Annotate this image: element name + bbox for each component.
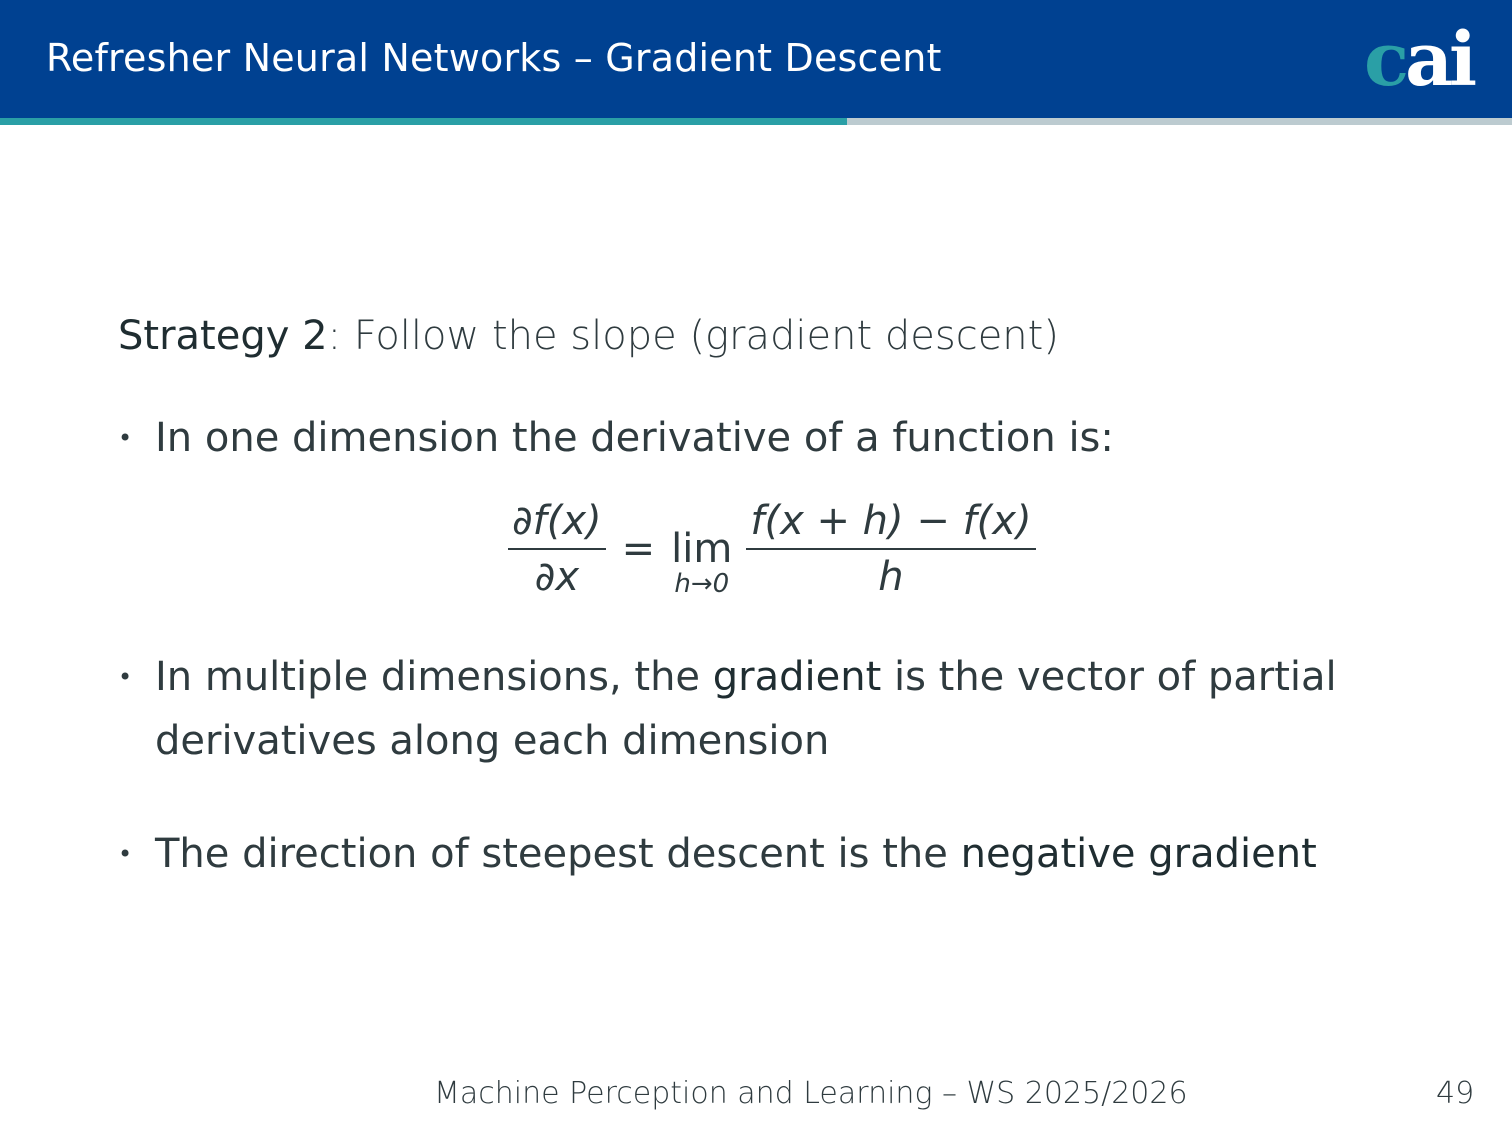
rhs-numerator: f(x + h) − f(x) — [746, 498, 1036, 550]
logo-ai: ai — [1405, 17, 1477, 103]
equals-sign: = — [621, 526, 656, 572]
text: The direction of steepest descent is the — [155, 831, 961, 877]
cai-logo: cai — [1364, 17, 1477, 103]
progress-fill — [0, 118, 847, 125]
lim-subscript: h→0 — [674, 569, 730, 599]
lhs-numerator: ∂f(x) — [508, 498, 606, 550]
footer-text: Machine Perception and Learning – WS 202… — [434, 1076, 1188, 1111]
bullet-text: In one dimension the derivative of a fun… — [155, 415, 1114, 461]
bullet-3: • The direction of steepest descent is th… — [118, 822, 1398, 886]
bullet-dot: • — [118, 840, 133, 868]
rhs-fraction: f(x + h) − f(x)h — [746, 498, 1036, 600]
text: In multiple dimensions, the — [155, 654, 713, 700]
lim-text: lim — [671, 526, 733, 572]
bullet-text: The direction of steepest descent is the… — [155, 822, 1398, 886]
bold-text: gradient — [712, 654, 882, 700]
progress-bar — [0, 118, 1512, 125]
bullet-dot: • — [118, 424, 133, 452]
bullet-1: • In one dimension the derivative of a fu… — [118, 406, 1398, 470]
slide-title: Refresher Neural Networks – Gradient Des… — [46, 36, 942, 80]
strategy-label: Strategy 2 — [118, 313, 328, 359]
rhs-denominator: h — [878, 554, 904, 600]
bullet-2: • In multiple dimensions, the gradient is… — [118, 645, 1398, 773]
bullet-text: In multiple dimensions, the gradient is … — [155, 645, 1398, 773]
strategy-text: : Follow the slope (gradient descent) — [327, 313, 1059, 359]
page-number: 49 — [1436, 1076, 1475, 1111]
logo-c: c — [1364, 17, 1409, 103]
bullet-dot: • — [118, 663, 133, 691]
bold-text: negative gradient — [960, 831, 1317, 877]
text: is the vector of partial derivatives alo… — [155, 654, 1337, 764]
lhs-fraction: ∂f(x)∂x — [508, 498, 606, 600]
strategy-heading: Strategy 2: Follow the slope (gradient d… — [118, 313, 1059, 359]
lhs-denominator: ∂x — [534, 554, 579, 600]
slide-header: Refresher Neural Networks – Gradient Des… — [0, 0, 1512, 118]
